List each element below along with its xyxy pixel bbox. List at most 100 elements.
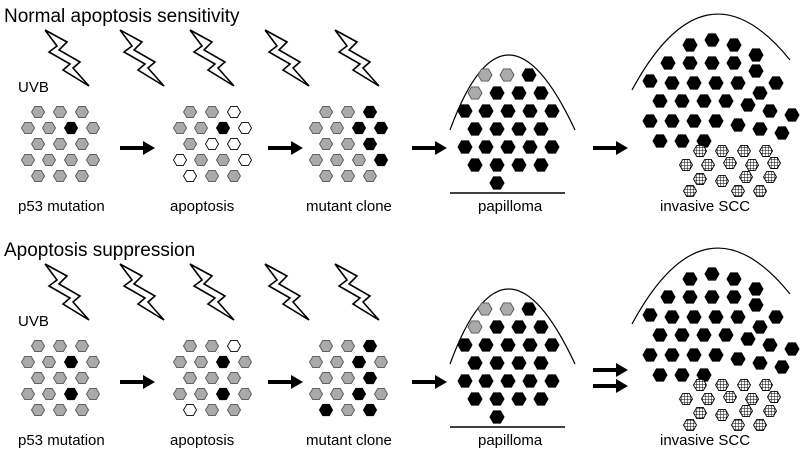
cell [41,153,57,167]
cell [308,355,324,369]
arrow-head [291,375,303,389]
cell [762,104,778,118]
cell [511,158,527,172]
cell [784,342,800,356]
cell [340,371,356,385]
cell [308,387,324,401]
cell [744,158,760,172]
cell [308,121,324,135]
cell [204,339,220,353]
cell [686,114,702,128]
cell [478,374,494,388]
cell [686,76,702,90]
cell [499,302,515,316]
cell [511,122,527,136]
lightning-icon [334,263,380,321]
cell [204,137,220,151]
cell [533,356,549,370]
cell [664,310,680,324]
cell [467,158,483,172]
cell [226,169,242,183]
cell [708,310,724,324]
cell [748,298,764,312]
cell [714,378,730,392]
arrow-head [143,141,155,155]
cell [696,328,712,342]
cell [237,121,253,135]
cell [329,355,345,369]
cell [182,371,198,385]
lightning-icon [189,29,235,87]
cell [722,390,738,404]
cell [52,403,68,417]
cell [768,310,784,324]
cell [714,408,730,422]
cell [652,328,668,342]
cell [351,153,367,167]
cell [74,403,90,417]
cell [544,104,560,118]
cell [477,302,493,316]
cell [85,387,101,401]
cell [718,94,734,108]
cell [457,374,473,388]
cell [318,403,334,417]
cell [726,272,742,286]
cell [708,348,724,362]
cell [172,387,188,401]
cell [329,387,345,401]
cell [30,137,46,151]
cell [762,404,778,418]
cell [682,56,698,70]
cell [696,134,712,148]
cell [478,104,494,118]
papilloma-cluster [449,54,576,194]
cell [700,392,716,406]
cell [226,371,242,385]
arrow-head [291,141,303,155]
cell [362,339,378,353]
stage-label-papilloma: papilloma [478,432,543,449]
cell [193,355,209,369]
cell [674,328,690,342]
cell [41,387,57,401]
cell [215,121,231,135]
cell [664,114,680,128]
arrow-head [435,375,447,389]
cell-cluster-apoptosis [172,105,253,183]
cell [748,48,764,62]
cell [752,418,768,432]
cell [700,158,716,172]
lightning-icon [334,29,380,87]
cell [30,371,46,385]
cell [373,387,389,401]
cell [686,348,702,362]
cell [204,169,220,183]
cell [692,172,708,186]
cell [340,105,356,119]
cell [738,170,754,184]
cell [511,356,527,370]
cell [63,121,79,135]
cell [362,403,378,417]
cell [182,137,198,151]
cell [478,338,494,352]
cell-cluster-apoptosis [172,339,253,417]
cell [52,339,68,353]
cell [704,290,720,304]
arrow-head [435,141,447,155]
cell [682,290,698,304]
cell [74,169,90,183]
cell [752,86,768,100]
cell [74,105,90,119]
cell [362,137,378,151]
cell [193,387,209,401]
cell [774,126,790,140]
cell [692,144,708,158]
cell [489,392,505,406]
cell [20,121,36,135]
arrow-group [120,363,628,393]
cell [708,76,724,90]
cell [740,98,756,112]
